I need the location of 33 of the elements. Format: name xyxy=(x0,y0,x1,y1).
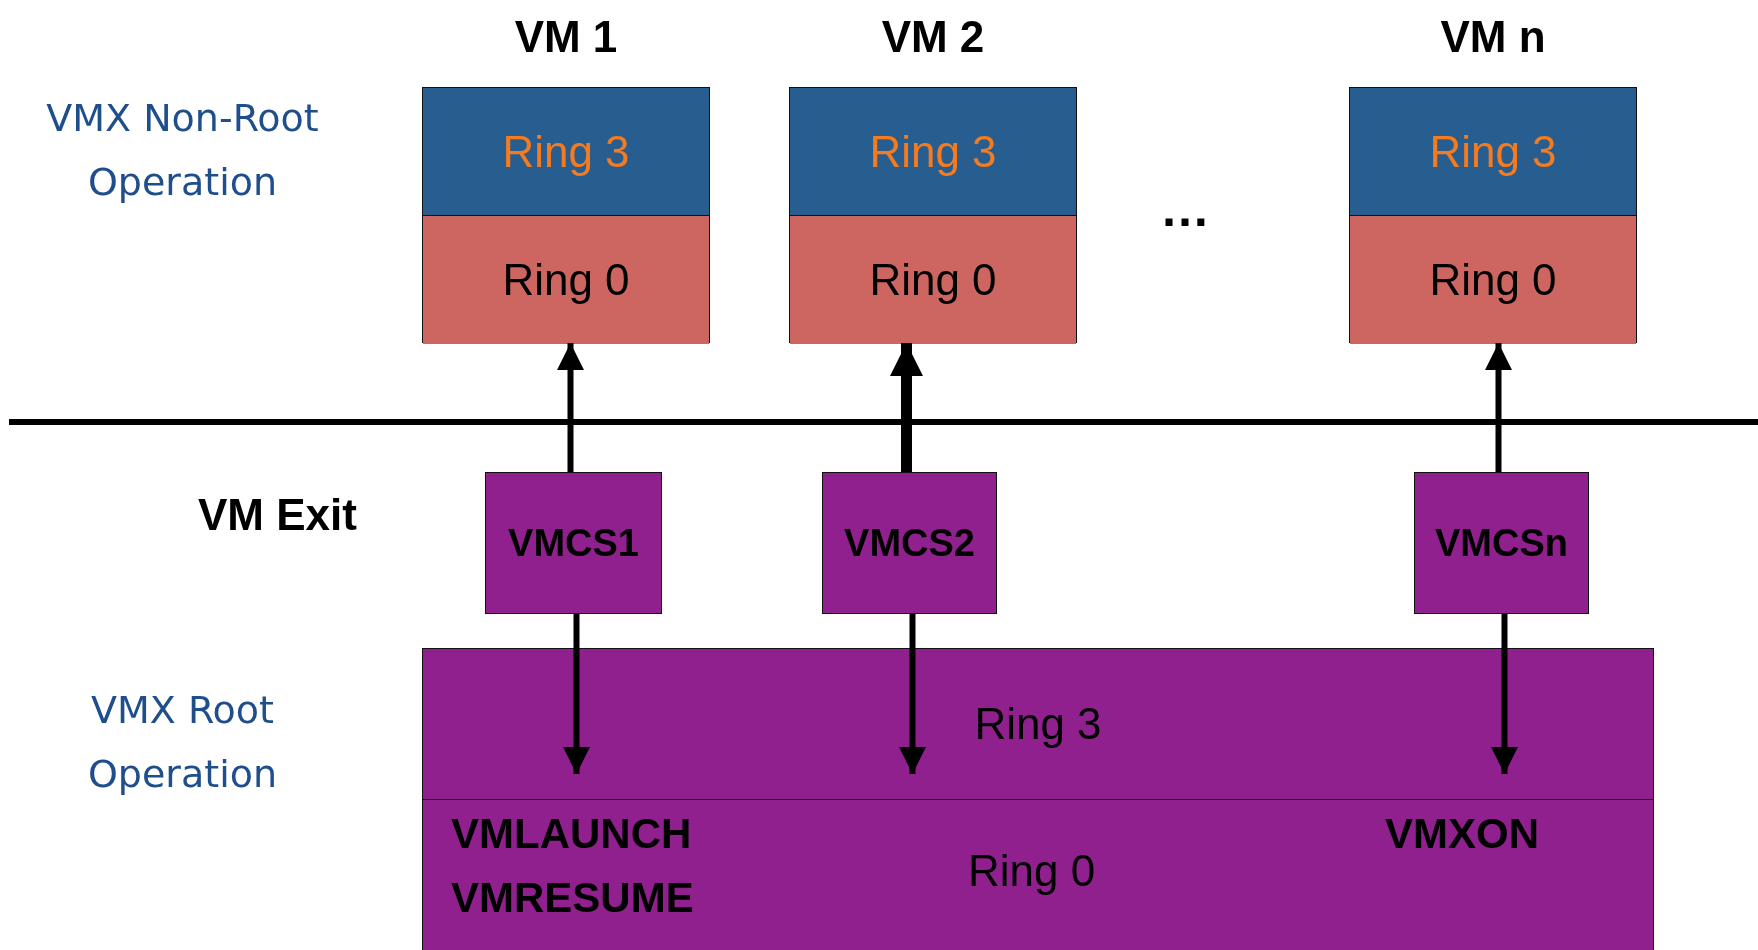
vmcs-box: VMCS2 xyxy=(822,472,997,614)
arrow xyxy=(1491,614,1518,774)
ring-label: Ring 3 xyxy=(502,126,630,177)
arrow xyxy=(563,614,590,774)
vm-heading: VM n xyxy=(1439,12,1547,62)
ring-label: Ring 0 xyxy=(869,255,997,305)
vm-heading: VM 1 xyxy=(513,12,619,62)
ring-label: Ring 0 xyxy=(502,255,630,305)
ring-label: Ring 3 xyxy=(1429,126,1557,177)
ring-band xyxy=(1350,88,1636,216)
ring-band xyxy=(423,88,709,216)
vmcs-box: VMCSn xyxy=(1414,472,1589,614)
arrow xyxy=(899,614,926,774)
ring-band xyxy=(790,216,1076,344)
region-label: VMX Root Operation xyxy=(86,687,279,798)
vmcs-box: VMCS1 xyxy=(485,472,662,614)
arrow xyxy=(1485,343,1512,472)
ring-label: Ring 0 xyxy=(968,846,1096,896)
ring-label: Ring 3 xyxy=(974,699,1102,749)
instruction-label: VMLAUNCH VMRESUME xyxy=(451,809,695,923)
ring-band xyxy=(790,88,1076,216)
vm-heading: VM 2 xyxy=(880,12,986,62)
arrow xyxy=(890,343,923,472)
region-label: VM Exit xyxy=(198,490,357,540)
ring-band xyxy=(1350,216,1636,344)
region-label: VMX Non-Root Operation xyxy=(45,95,320,206)
ellipsis: … xyxy=(1160,180,1216,238)
ring-band xyxy=(423,216,709,344)
ring-label: Ring 0 xyxy=(1429,255,1557,305)
root-panel xyxy=(422,648,1654,950)
instruction-label: VMXON xyxy=(1385,809,1540,859)
ring-label: Ring 3 xyxy=(869,126,997,177)
arrow xyxy=(557,343,584,472)
